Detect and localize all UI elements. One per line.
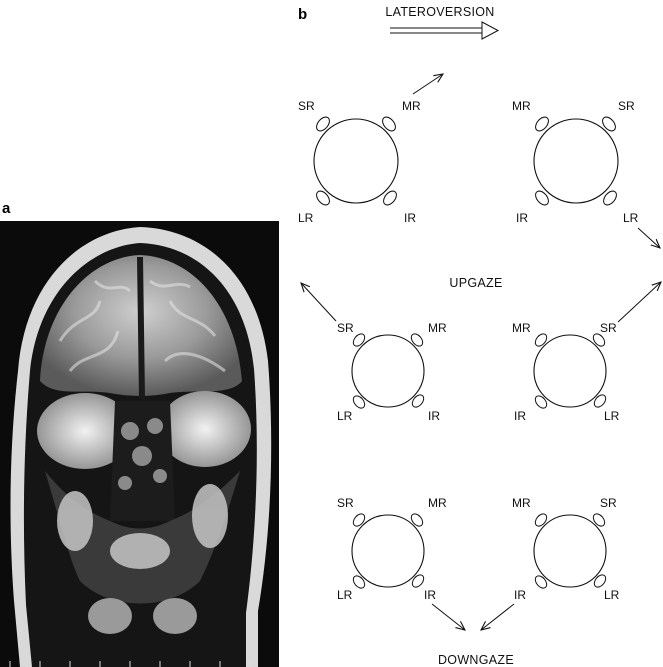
panel-a-label: a bbox=[2, 200, 11, 217]
label-sr: SR bbox=[298, 99, 315, 113]
label-ir: IR bbox=[424, 588, 436, 602]
muscle-ir bbox=[534, 575, 548, 589]
arrow-ir-icon bbox=[431, 603, 465, 630]
muscle-lr bbox=[603, 190, 617, 206]
globe bbox=[533, 334, 607, 408]
downgaze-caption: DOWNGAZE bbox=[438, 653, 514, 667]
eye-downgaze-right: MR SR IR LR bbox=[481, 496, 620, 630]
globe bbox=[313, 118, 399, 204]
arrow-lr-icon bbox=[637, 227, 660, 248]
muscle-sr bbox=[352, 333, 366, 347]
label-ir: IR bbox=[514, 409, 526, 423]
label-lr: LR bbox=[604, 409, 620, 423]
label-mr: MR bbox=[402, 99, 421, 113]
muscle-mr bbox=[535, 116, 549, 132]
label-ir: IR bbox=[404, 211, 416, 225]
arrow-sr-icon bbox=[617, 282, 661, 323]
lateroversion-caption: LATEROVERSION bbox=[385, 5, 494, 19]
muscle-sr bbox=[602, 116, 616, 132]
label-sr: SR bbox=[618, 99, 635, 113]
muscle-mr bbox=[534, 333, 548, 347]
panel-b-label: b bbox=[298, 6, 308, 23]
label-lr: LR bbox=[337, 409, 353, 423]
globe bbox=[351, 514, 425, 588]
label-lr: LR bbox=[604, 588, 620, 602]
label-lr: LR bbox=[337, 588, 353, 602]
muscle-lr bbox=[352, 575, 366, 589]
label-sr: SR bbox=[600, 321, 617, 335]
label-mr: MR bbox=[512, 496, 531, 510]
label-ir: IR bbox=[516, 211, 528, 225]
eye-lateroversion-left: SR MR LR IR bbox=[298, 74, 443, 225]
muscle-ir bbox=[383, 190, 397, 206]
eye-downgaze-left: SR MR LR IR bbox=[337, 496, 465, 630]
eye-upgaze-left: SR MR LR IR bbox=[301, 283, 447, 423]
muscle-sr bbox=[592, 333, 606, 347]
label-ir: IR bbox=[514, 588, 526, 602]
eye-muscle-diagram: LATEROVERSION SR MR LR IR MR bbox=[280, 0, 663, 667]
muscle-lr bbox=[316, 190, 330, 206]
globe bbox=[351, 334, 425, 408]
label-mr: MR bbox=[512, 99, 531, 113]
muscle-mr bbox=[410, 513, 424, 527]
muscle-mr bbox=[410, 333, 424, 347]
muscle-mr bbox=[534, 513, 548, 527]
globe bbox=[533, 514, 607, 588]
label-ir: IR bbox=[428, 409, 440, 423]
label-mr: MR bbox=[512, 321, 531, 335]
muscle-lr bbox=[352, 395, 366, 409]
muscle-ir bbox=[535, 190, 549, 206]
muscle-lr bbox=[593, 574, 607, 588]
arrow-sr-icon bbox=[301, 283, 337, 322]
mri-image bbox=[0, 221, 279, 667]
muscle-ir bbox=[411, 574, 425, 588]
muscle-mr bbox=[382, 116, 396, 132]
label-mr: MR bbox=[428, 321, 447, 335]
muscle-sr bbox=[592, 513, 606, 527]
arrow-ir-icon bbox=[481, 603, 515, 630]
globe bbox=[533, 118, 619, 204]
label-sr: SR bbox=[600, 496, 617, 510]
label-lr: LR bbox=[623, 211, 639, 225]
label-sr: SR bbox=[337, 496, 354, 510]
muscle-sr bbox=[316, 116, 330, 132]
muscle-lr bbox=[593, 394, 607, 408]
muscle-ir bbox=[411, 394, 425, 408]
muscle-sr bbox=[352, 513, 366, 527]
label-lr: LR bbox=[298, 211, 314, 225]
label-mr: MR bbox=[428, 496, 447, 510]
arrow-mr-icon bbox=[412, 74, 443, 95]
eye-lateroversion-right: MR SR IR LR bbox=[512, 99, 660, 248]
double-arrow-right-icon bbox=[390, 21, 500, 40]
label-sr: SR bbox=[337, 321, 354, 335]
upgaze-caption: UPGAZE bbox=[449, 276, 502, 290]
eye-upgaze-right: MR SR IR LR bbox=[512, 282, 661, 423]
muscle-ir bbox=[534, 395, 548, 409]
